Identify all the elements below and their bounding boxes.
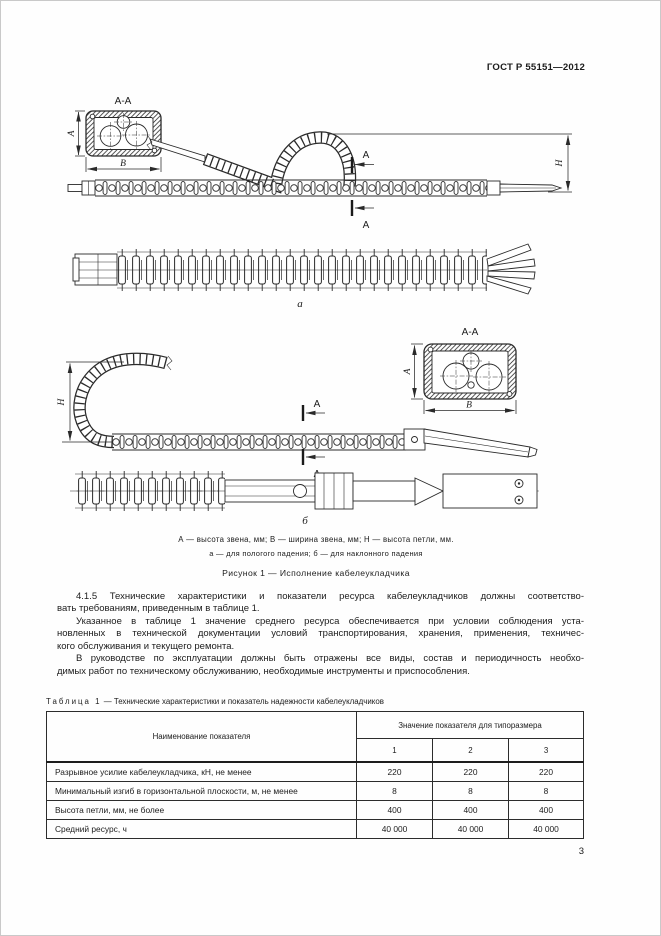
figure-a-side-view: А-А А В: [67, 96, 572, 310]
section-aa-label: А-А: [462, 327, 479, 338]
row-value: 8: [356, 781, 433, 801]
row-value: 8: [432, 781, 509, 801]
table-title: Таблица 1 — Технические характеристики и…: [46, 697, 583, 706]
text-line: димых работ по техническому обслуживанию…: [57, 665, 470, 677]
chain-side-view-b: [112, 428, 538, 458]
dim-b-label: В: [120, 159, 126, 169]
dim-b-label: В: [466, 401, 472, 411]
table-title-text: — Технические характеристики и показател…: [103, 697, 384, 706]
subfigure-b-label: б: [302, 515, 308, 527]
figure-1-drawing: А-А А В: [57, 96, 572, 527]
chain-plan-view-b: [70, 470, 540, 512]
row-name: Минимальный изгиб в горизонтальной плоск…: [46, 781, 357, 801]
figure-caption: А — высота звена, мм; В — ширина звена, …: [55, 535, 577, 578]
dim-h-label: Н: [57, 397, 67, 406]
section-view-b: А-А А В: [403, 327, 517, 414]
anchor-bar: [423, 428, 531, 458]
dim-h-a: Н: [327, 133, 572, 193]
row-value: 220: [507, 761, 585, 782]
chain-plan-view-a: [72, 243, 536, 295]
standard-number: ГОСТ Р 55151—2012: [486, 62, 585, 73]
table-row: Разрывное усилие кабелеукладчика, кН, не…: [46, 761, 585, 782]
characteristics-table: Наименование показателя Значение показат…: [46, 711, 585, 839]
row-value: 40 000: [507, 819, 585, 839]
cut-label: А: [363, 220, 370, 231]
text-line: 4.1.5 Технические характеристики и показ…: [76, 591, 584, 602]
figure-title: Рисунок 1 — Исполнение кабелеукладчика: [222, 568, 410, 578]
col-header-values: Значение показателя для типоразмера: [355, 711, 585, 739]
table-title-label: Таблица 1: [46, 697, 102, 706]
text-line: новленных в технической документации усл…: [57, 628, 584, 640]
row-value: 40 000: [356, 819, 433, 839]
row-value: 220: [432, 761, 509, 782]
cut-label: А: [363, 150, 370, 161]
chain-hook: [80, 356, 173, 442]
row-value: 220: [356, 761, 433, 782]
text-line: Указанное в таблице 1 значение среднего …: [76, 615, 584, 627]
caption-subfigures: а — для пологого падения; б — для наклон…: [209, 549, 423, 558]
row-value: 8: [507, 781, 585, 801]
dim-h-b: Н: [57, 361, 124, 443]
row-value: 40 000: [432, 819, 509, 839]
text-line: В руководстве по эксплуатации должны быт…: [76, 653, 584, 665]
row-value: 400: [356, 800, 433, 820]
chain-loop: [146, 136, 350, 186]
col-header-size-2: 2: [432, 738, 509, 763]
row-name: Разрывное усилие кабелеукладчика, кН, не…: [46, 761, 357, 782]
row-name: Высота петли, мм, не более: [46, 800, 357, 820]
col-header-size-3: 3: [507, 738, 585, 763]
figure-b-side-view: А-А А В: [57, 327, 540, 527]
table-row: Высота петли, мм, не более 400 400 400: [46, 800, 585, 820]
dim-a-label: А: [403, 368, 413, 375]
col-header-name: Наименование показателя: [46, 711, 357, 763]
cut-marker-a-bottom: А: [350, 200, 374, 231]
body-text: 4.1.5 Технические характеристики и показ…: [57, 591, 584, 678]
dim-a-label: А: [67, 130, 77, 137]
row-value: 400: [432, 800, 509, 820]
page-number: 3: [578, 846, 584, 857]
cut-marker-a-top: А: [350, 150, 374, 173]
anchor-plate: [442, 473, 538, 509]
cut-label: А: [314, 399, 321, 410]
row-name: Средний ресурс, ч: [46, 819, 357, 839]
cut-marker-b-top: А: [301, 399, 325, 421]
col-header-size-1: 1: [356, 738, 433, 763]
table-row: Средний ресурс, ч 40 000 40 000 40 000: [46, 819, 585, 839]
text-line: вать требованиям, приведенным в таблице …: [57, 603, 260, 615]
chain-side-view: [67, 179, 563, 197]
caption-dimensions: А — высота звена, мм; В — ширина звена, …: [178, 535, 454, 544]
text-line: кого обслуживания и текущего ремонта.: [57, 640, 235, 652]
subfigure-a-label: а: [297, 298, 303, 310]
dim-h-label: Н: [555, 158, 565, 167]
table-row: Минимальный изгиб в горизонтальной плоск…: [46, 781, 585, 801]
section-aa-label: А-А: [115, 96, 132, 107]
row-value: 400: [507, 800, 585, 820]
section-view-a: А-А А В: [67, 96, 162, 172]
